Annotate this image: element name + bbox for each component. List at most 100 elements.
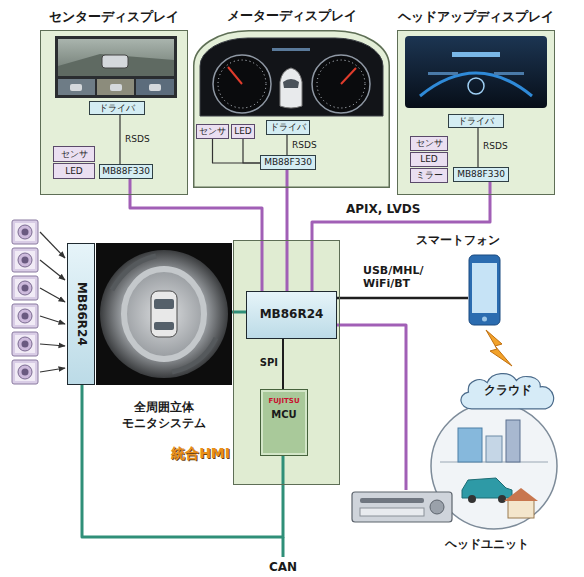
camera-arrow	[40, 232, 65, 258]
chip-box: MB88F330	[99, 164, 153, 179]
can-bus-wire	[283, 537, 284, 557]
part-label: ドライバ	[99, 103, 135, 113]
camera-arrow	[40, 344, 65, 346]
chip-box: MB88F330	[453, 167, 509, 182]
cloud-services-image	[486, 436, 502, 462]
edge-label: APIX, LVDS	[345, 202, 421, 216]
cloud-services-image	[506, 420, 520, 462]
soc-box: MB86R24	[67, 243, 95, 385]
edge-label: RSDS	[124, 134, 151, 145]
device-icon: ヘッドユニット	[352, 490, 452, 524]
meter-image	[341, 68, 356, 84]
head-unit-icon	[352, 492, 452, 522]
part-box: センサ	[410, 136, 448, 151]
edge-label: SPI	[259, 357, 279, 369]
camera-icon	[12, 360, 38, 384]
camera-icon	[18, 365, 32, 379]
part-label: センサ	[61, 149, 88, 159]
camera-arrow	[40, 368, 65, 372]
camera-icon	[12, 304, 38, 328]
panel-title: ヘッドアップディスプレイ	[398, 10, 554, 25]
chip-box: ドライバ	[448, 114, 504, 128]
camera-icon	[22, 313, 29, 320]
device-label: スマートフォン	[416, 234, 500, 248]
head-unit-icon	[360, 508, 424, 516]
camera-icon	[12, 360, 38, 384]
center-screen-image	[110, 84, 122, 91]
part-label: MB88F330	[457, 169, 505, 179]
connector	[286, 170, 289, 291]
camera-icon	[12, 220, 38, 244]
display-panel: ヘッドアップディスプレイドライバセンサLEDミラーMB88F330	[397, 30, 555, 195]
connector	[213, 139, 261, 163]
hud-image	[420, 73, 532, 96]
center-screen-image	[55, 36, 177, 98]
camera-arrow	[40, 288, 65, 302]
cloud-shape: クラウド	[456, 370, 560, 412]
center-screen-image	[149, 84, 161, 91]
camera-icon	[12, 276, 38, 300]
part-label: ミラー	[416, 170, 443, 180]
hud-image	[468, 78, 484, 94]
meter-image	[228, 67, 242, 84]
part-box: ミラー	[410, 168, 448, 183]
camera-icon	[12, 220, 38, 384]
part-label: センサ	[199, 126, 226, 136]
device-icon: スマートフォン	[468, 255, 500, 325]
chip-box: MB88F330	[260, 155, 316, 170]
cloud-services-image	[508, 500, 534, 518]
camera-icon	[22, 285, 29, 292]
surround-view-image	[96, 243, 232, 385]
part-label: LED	[234, 126, 252, 136]
camera-arrow	[40, 260, 65, 280]
chip-label: MCU	[271, 409, 296, 421]
meter-image	[312, 55, 370, 113]
panel-title: センターディスプレイ	[49, 10, 179, 25]
center-screen-image	[102, 55, 128, 68]
camera-icon	[12, 332, 38, 356]
camera-icon	[12, 276, 38, 300]
surround-view-image	[124, 269, 204, 359]
surround-view-image	[151, 291, 177, 337]
camera-icon	[15, 279, 35, 297]
camera-icon	[12, 248, 38, 272]
edge-label: RSDS	[482, 141, 509, 152]
panel-title: メーターディスプレイ	[227, 9, 357, 24]
meter-image	[317, 60, 365, 108]
part-box: LED	[53, 163, 95, 179]
camera-icon	[18, 337, 32, 351]
part-label: LED	[65, 166, 83, 176]
part-label: LED	[420, 154, 438, 164]
cloud-services-image	[462, 478, 512, 498]
camera-icon	[15, 251, 35, 269]
camera-arrow	[40, 232, 65, 372]
connector	[282, 339, 284, 389]
meter-image	[200, 38, 383, 116]
camera-icon	[22, 369, 29, 376]
connector	[82, 385, 283, 537]
camera-icon	[12, 304, 38, 328]
smartphone-icon	[472, 263, 497, 313]
meter-image	[200, 38, 383, 116]
surround-view-image	[112, 256, 156, 290]
logo-text: FUJITSU	[268, 397, 299, 405]
connector	[337, 297, 468, 300]
meter-image	[218, 60, 266, 108]
camera-icon	[12, 332, 38, 356]
part-label: MB88F330	[264, 157, 312, 167]
hud-image	[452, 52, 500, 57]
part-label: ドライバ	[458, 116, 494, 126]
caption: 全周囲立体 モニタシステム	[118, 399, 210, 431]
center-screen-image	[58, 79, 95, 95]
smartphone-icon	[469, 255, 500, 325]
edge-label: RSDS	[291, 140, 318, 151]
center-screen-image	[55, 36, 177, 98]
camera-icon	[12, 220, 38, 244]
camera-icon	[15, 223, 35, 241]
soc-box: MB86R24	[246, 291, 337, 339]
panel-fill	[40, 30, 188, 195]
camera-icon	[22, 257, 29, 264]
connector	[286, 135, 287, 155]
connector	[337, 325, 406, 490]
